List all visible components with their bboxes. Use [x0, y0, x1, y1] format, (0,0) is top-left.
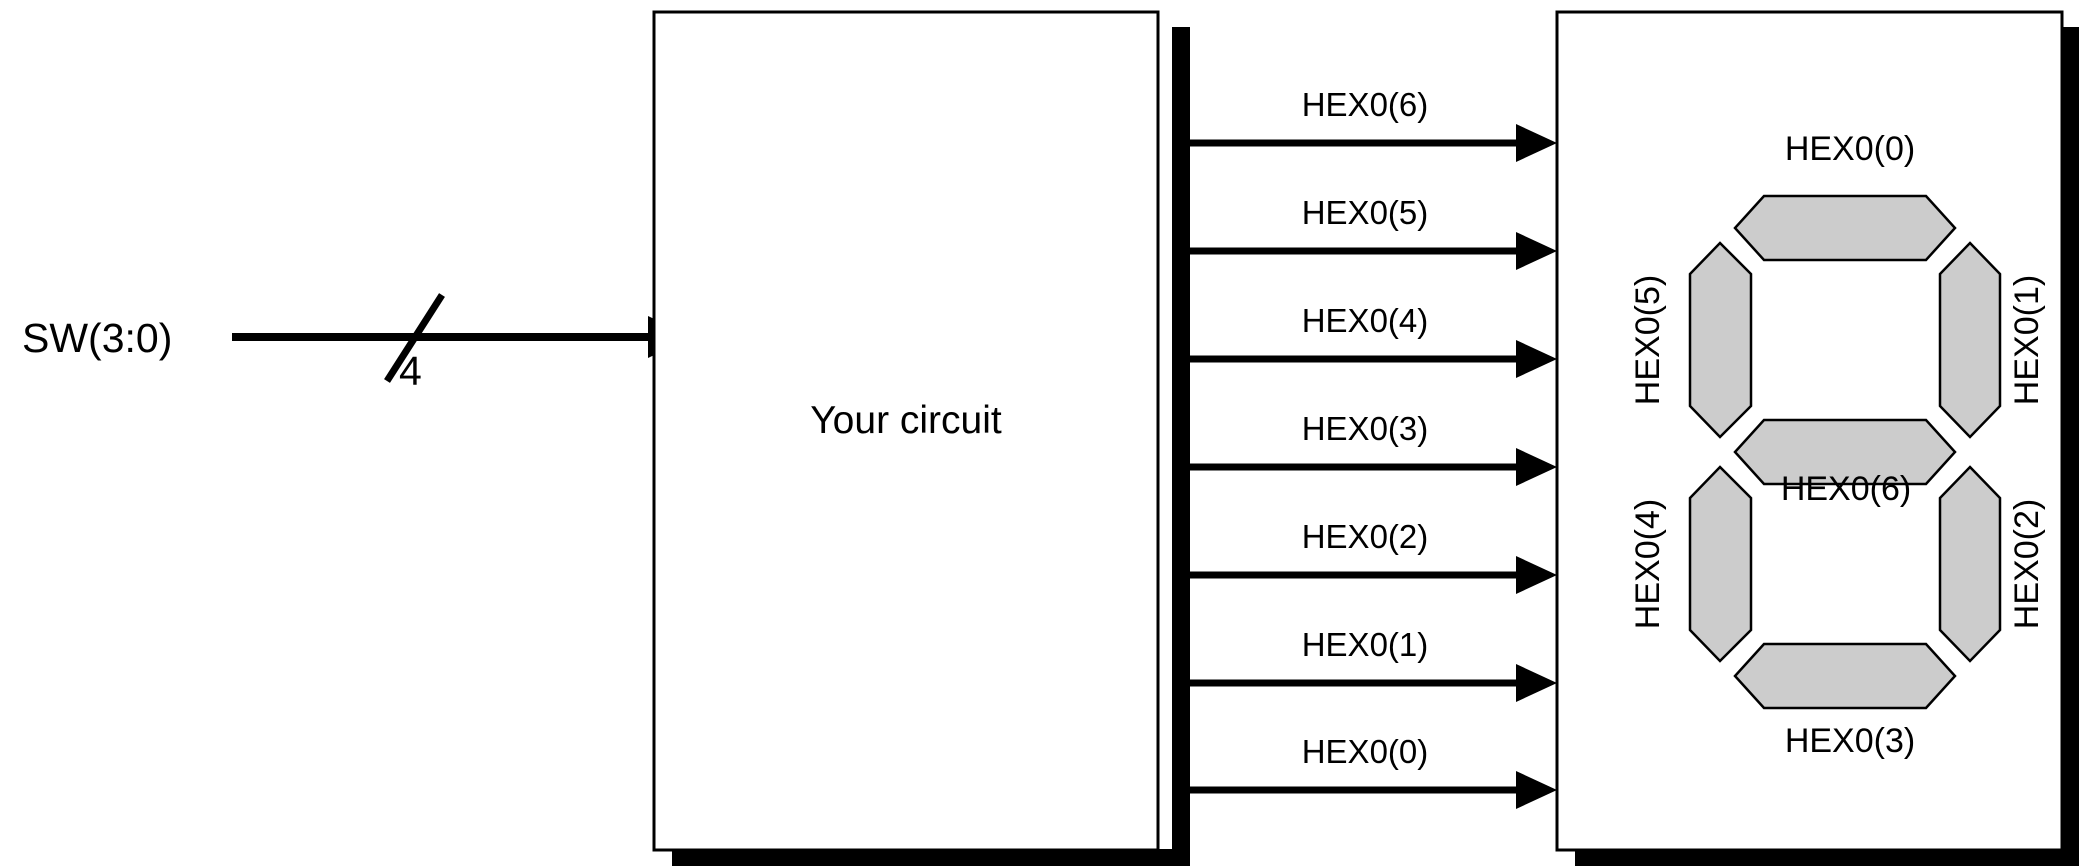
segment-top-right[interactable]: [1938, 241, 2002, 439]
circuit-block-shadow-right: [1172, 27, 1190, 866]
segment-label-top: HEX0(0): [1785, 130, 1915, 168]
signal-label-hex0-0: HEX0(0): [1302, 733, 1429, 770]
display-block-shadow-bottom: [1575, 849, 2079, 866]
signal-label-hex0-1: HEX0(1): [1302, 626, 1429, 663]
segment-label-top-left: HEX0(5): [1629, 275, 1667, 405]
signal-arrow-hex0-5: [1172, 232, 1557, 270]
segment-bottom[interactable]: [1733, 642, 1957, 710]
circuit-block-label: Your circuit: [810, 399, 1002, 442]
bus-width-label: 4: [399, 348, 422, 394]
seven-segment-display-graphic: [1688, 194, 2002, 710]
signal-label-hex0-5: HEX0(5): [1302, 194, 1429, 231]
arrowhead-icon: [1516, 664, 1557, 702]
circuit-block-body[interactable]: [652, 10, 1160, 852]
signal-label-hex0-6: HEX0(6): [1302, 86, 1429, 123]
input-bus-group: [232, 293, 692, 383]
signal-arrows-group: [1172, 124, 1557, 809]
segment-bottom-left[interactable]: [1688, 465, 1753, 663]
segment-top-left[interactable]: [1688, 241, 1753, 439]
segment-top[interactable]: [1733, 194, 1957, 262]
input-signal-label: SW(3:0): [22, 315, 172, 361]
arrowhead-icon: [1516, 556, 1557, 594]
signal-arrow-hex0-3: [1172, 448, 1557, 486]
signal-arrow-hex0-1: [1172, 664, 1557, 702]
signal-arrow-hex0-0: [1172, 771, 1557, 809]
arrowhead-icon: [1516, 340, 1557, 378]
signal-label-hex0-2: HEX0(2): [1302, 518, 1429, 555]
signal-label-hex0-3: HEX0(3): [1302, 410, 1429, 447]
segment-bottom-right[interactable]: [1938, 465, 2002, 663]
arrowhead-icon: [1516, 124, 1557, 162]
segment-label-bottom: HEX0(3): [1785, 722, 1915, 760]
signal-arrow-hex0-2: [1172, 556, 1557, 594]
circuit-block-group[interactable]: [652, 10, 1190, 866]
segment-label-bottom-left: HEX0(4): [1629, 499, 1667, 629]
segment-label-bottom-right: HEX0(2): [2008, 499, 2046, 629]
segment-label-middle: HEX0(6): [1781, 470, 1911, 508]
signal-label-hex0-4: HEX0(4): [1302, 302, 1429, 339]
bus-slash-icon: [384, 293, 445, 383]
display-block-shadow-right: [2062, 27, 2079, 866]
arrowhead-icon: [1516, 448, 1557, 486]
arrowhead-icon: [1516, 771, 1557, 809]
segment-label-top-right: HEX0(1): [2008, 275, 2046, 405]
signal-arrow-hex0-4: [1172, 340, 1557, 378]
arrowhead-icon: [1516, 232, 1557, 270]
segment-middle[interactable]: [1733, 418, 1957, 486]
circuit-block-shadow-bottom: [672, 849, 1172, 866]
signal-arrow-hex0-6: [1172, 124, 1557, 162]
